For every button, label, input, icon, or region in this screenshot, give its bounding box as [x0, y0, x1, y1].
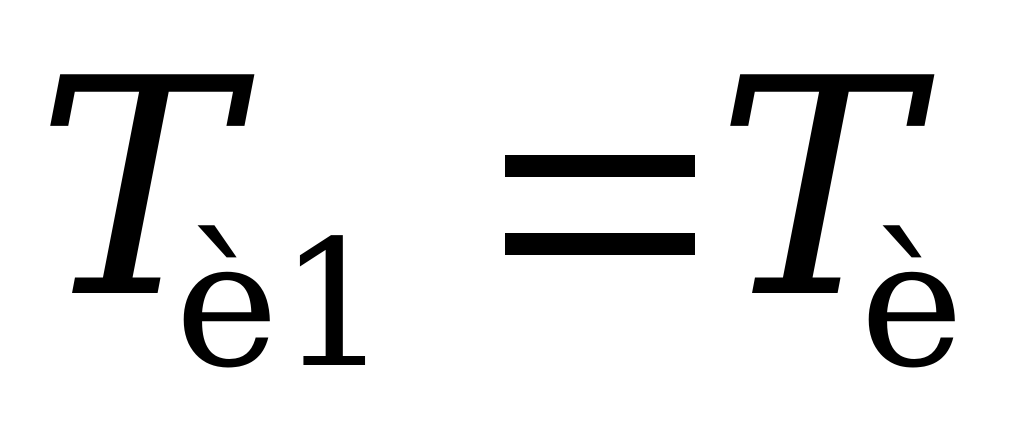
- lhs-variable: T: [36, 15, 237, 364]
- equals-bar-bottom: [505, 233, 695, 255]
- rhs-subscript: è: [860, 204, 964, 407]
- rhs-variable: T: [716, 15, 917, 364]
- equals-sign: [505, 155, 695, 255]
- lhs-subscript: è1: [175, 204, 390, 407]
- equals-bar-top: [505, 155, 695, 177]
